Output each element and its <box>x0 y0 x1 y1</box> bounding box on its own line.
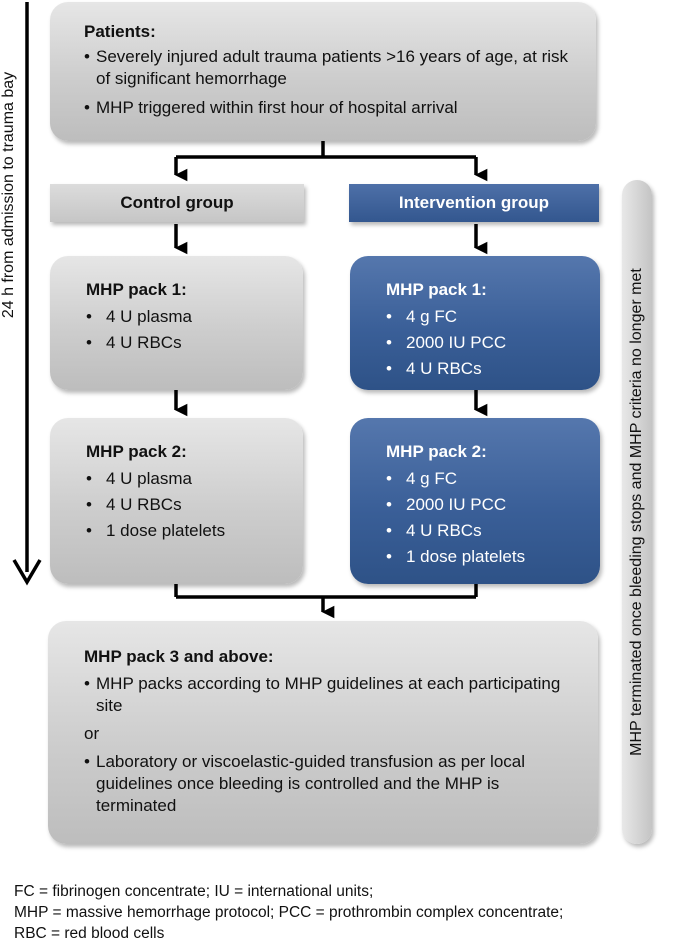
bullet-icon: • <box>86 469 92 488</box>
bullet-icon: • <box>86 495 92 514</box>
pack3-item-1: • MHP packs according to MHP guidelines a… <box>84 673 574 717</box>
intervention-pack2-title: MHP pack 2: <box>386 442 487 461</box>
item-text: 4 U RBCs <box>106 333 182 352</box>
item-text: 4 g FC <box>406 307 458 326</box>
bullet-icon: • <box>86 307 92 326</box>
control-pack1-title: MHP pack 1: <box>86 280 187 299</box>
item-text: Laboratory or viscoelastic-guided transf… <box>96 752 526 815</box>
bullet-icon: • <box>386 521 392 540</box>
bullet-icon: • <box>386 333 392 352</box>
bullet-icon: • <box>86 333 92 352</box>
control-pack2-item: • 1 dose platelets <box>86 520 291 542</box>
control-pack2-box: MHP pack 2: • 4 U plasma • 4 U RBCs • 1 dos… <box>50 418 303 584</box>
bullet-icon: • <box>386 307 392 326</box>
item-text: 4 U RBCs <box>106 495 182 514</box>
control-pack1-item: • 4 U plasma <box>86 306 291 328</box>
intervention-pack1-item: • 4 U RBCs <box>386 358 588 380</box>
item-text: 4 U plasma <box>106 469 192 488</box>
pack3-item-2: • Laboratory or viscoelastic-guided trans… <box>84 751 574 817</box>
item-text: 1 dose platelets <box>106 521 226 540</box>
patients-item-text: MHP triggered within first hour of hospi… <box>96 98 458 117</box>
legend-line: FC = fibrinogen concentrate; IU = intern… <box>14 883 374 900</box>
item-text: MHP packs according to MHP guidelines at… <box>96 674 561 715</box>
patients-title: Patients: <box>84 22 156 41</box>
item-text: 4 U RBCs <box>406 359 482 378</box>
control-pack1-item: • 4 U RBCs <box>86 332 291 354</box>
control-pack1-box: MHP pack 1: • 4 U plasma • 4 U RBCs <box>50 256 303 390</box>
timeline-label: 24 h from admission to trauma bay <box>0 71 17 319</box>
control-pack2-title: MHP pack 2: <box>86 442 187 461</box>
pack3-box: MHP pack 3 and above: • MHP packs accordi… <box>48 621 598 844</box>
abbreviation-legend: FC = fibrinogen concentrate; IU = intern… <box>14 881 679 944</box>
bullet-icon: • <box>84 674 90 693</box>
bullet-icon: • <box>386 359 392 378</box>
item-text: 1 dose platelets <box>406 547 526 566</box>
item-text: 4 U RBCs <box>406 521 482 540</box>
item-text: 2000 IU PCC <box>406 333 507 352</box>
intervention-pack2-item: • 1 dose platelets <box>386 546 588 568</box>
intervention-pack2-box: MHP pack 2: • 4 g FC • 2000 IU PCC • 4 U RB… <box>350 418 600 584</box>
termination-note: MHP terminated once bleeding stops and M… <box>628 268 645 756</box>
patients-item-1: • Severely injured adult trauma patients… <box>84 46 576 90</box>
bullet-icon: • <box>84 98 90 117</box>
control-group-header: Control group <box>50 184 304 222</box>
legend-line: RBC = red blood cells <box>14 925 165 942</box>
pack3-title: MHP pack 3 and above: <box>84 647 274 666</box>
item-text: 2000 IU PCC <box>406 495 507 514</box>
bullet-icon: • <box>386 469 392 488</box>
bullet-icon: • <box>84 47 90 66</box>
bullet-icon: • <box>86 521 92 540</box>
intervention-pack1-item: • 2000 IU PCC <box>386 332 588 354</box>
termination-note-box <box>622 180 652 844</box>
intervention-pack2-item: • 2000 IU PCC <box>386 494 588 516</box>
bullet-icon: • <box>84 752 90 771</box>
control-pack2-item: • 4 U plasma <box>86 468 291 490</box>
pack3-or: or <box>84 724 100 743</box>
timeline-arrowhead <box>12 559 42 586</box>
bullet-icon: • <box>386 495 392 514</box>
intervention-pack2-item: • 4 g FC <box>386 468 588 490</box>
intervention-pack1-box: MHP pack 1: • 4 g FC • 2000 IU PCC • 4 U RB… <box>350 256 600 390</box>
item-text: 4 g FC <box>406 469 458 488</box>
bullet-icon: • <box>386 547 392 566</box>
patients-item-text: Severely injured adult trauma patients >… <box>96 47 569 88</box>
intervention-group-header: Intervention group <box>349 184 599 222</box>
legend-line: MHP = massive hemorrhage protocol; PCC =… <box>14 904 564 921</box>
patients-box: Patients: • Severely injured adult traum… <box>50 2 596 141</box>
intervention-pack1-title: MHP pack 1: <box>386 280 487 299</box>
patients-item-2: • MHP triggered within first hour of hos… <box>84 97 576 119</box>
item-text: 4 U plasma <box>106 307 192 326</box>
intervention-pack2-item: • 4 U RBCs <box>386 520 588 542</box>
intervention-pack1-item: • 4 g FC <box>386 306 588 328</box>
control-pack2-item: • 4 U RBCs <box>86 494 291 516</box>
